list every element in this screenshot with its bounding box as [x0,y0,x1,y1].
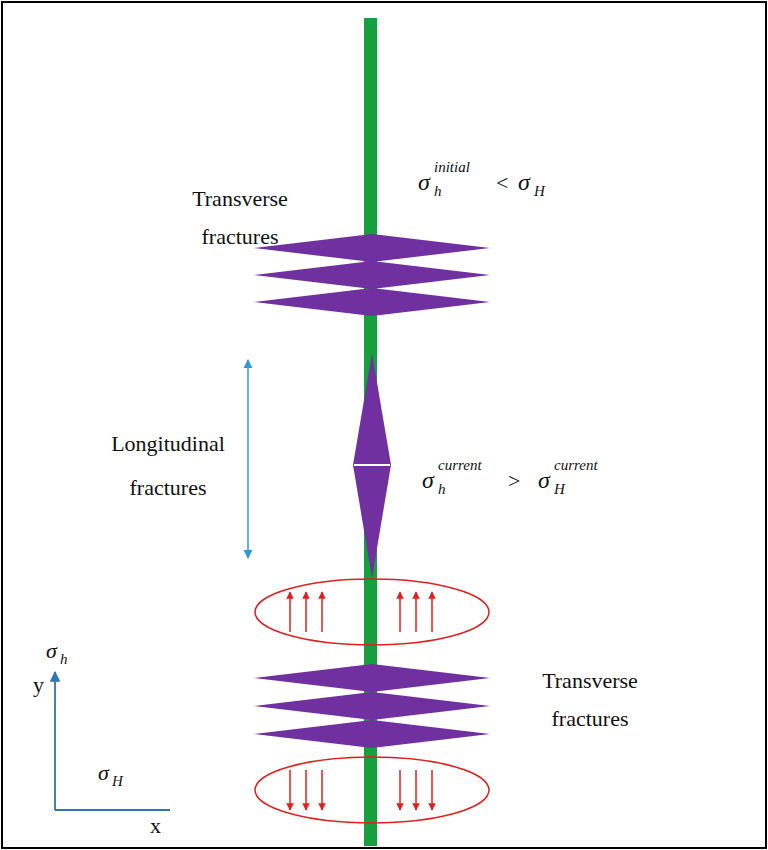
fracture-label: Transverse fractures [515,662,665,738]
subscript: H [534,182,545,200]
axes [55,672,170,810]
axis-symbol: σ [98,760,109,786]
stress-symbol: σ [518,168,530,197]
length-arrow [247,360,249,558]
subscript: h [438,480,446,498]
longitudinal-fracture [353,353,391,578]
fracture-midline [354,464,390,466]
stress-symbol: σ [422,466,434,495]
superscript: current [554,456,598,474]
transverse-fractures-bottom [253,664,490,748]
stress-zone-bottom [255,757,489,823]
transverse-fractures-top [253,234,490,316]
axis-label: x [150,813,161,839]
fracture-label: Transverse fractures [160,180,320,256]
axis-label: y [33,672,44,698]
subscript: h [434,182,442,200]
stress-symbol: σ [538,466,550,495]
stress-symbol: σ [418,168,430,197]
stress-zone-top [255,579,489,645]
operator: > [508,468,520,494]
fracture-label: Longitudinal fractures [93,422,243,510]
superscript: current [438,456,482,474]
subscript: H [112,772,123,790]
axis-symbol: σ [46,638,57,664]
subscript: H [554,480,565,498]
subscript: h [60,650,68,668]
superscript: initial [434,158,470,176]
operator: < [496,170,508,196]
